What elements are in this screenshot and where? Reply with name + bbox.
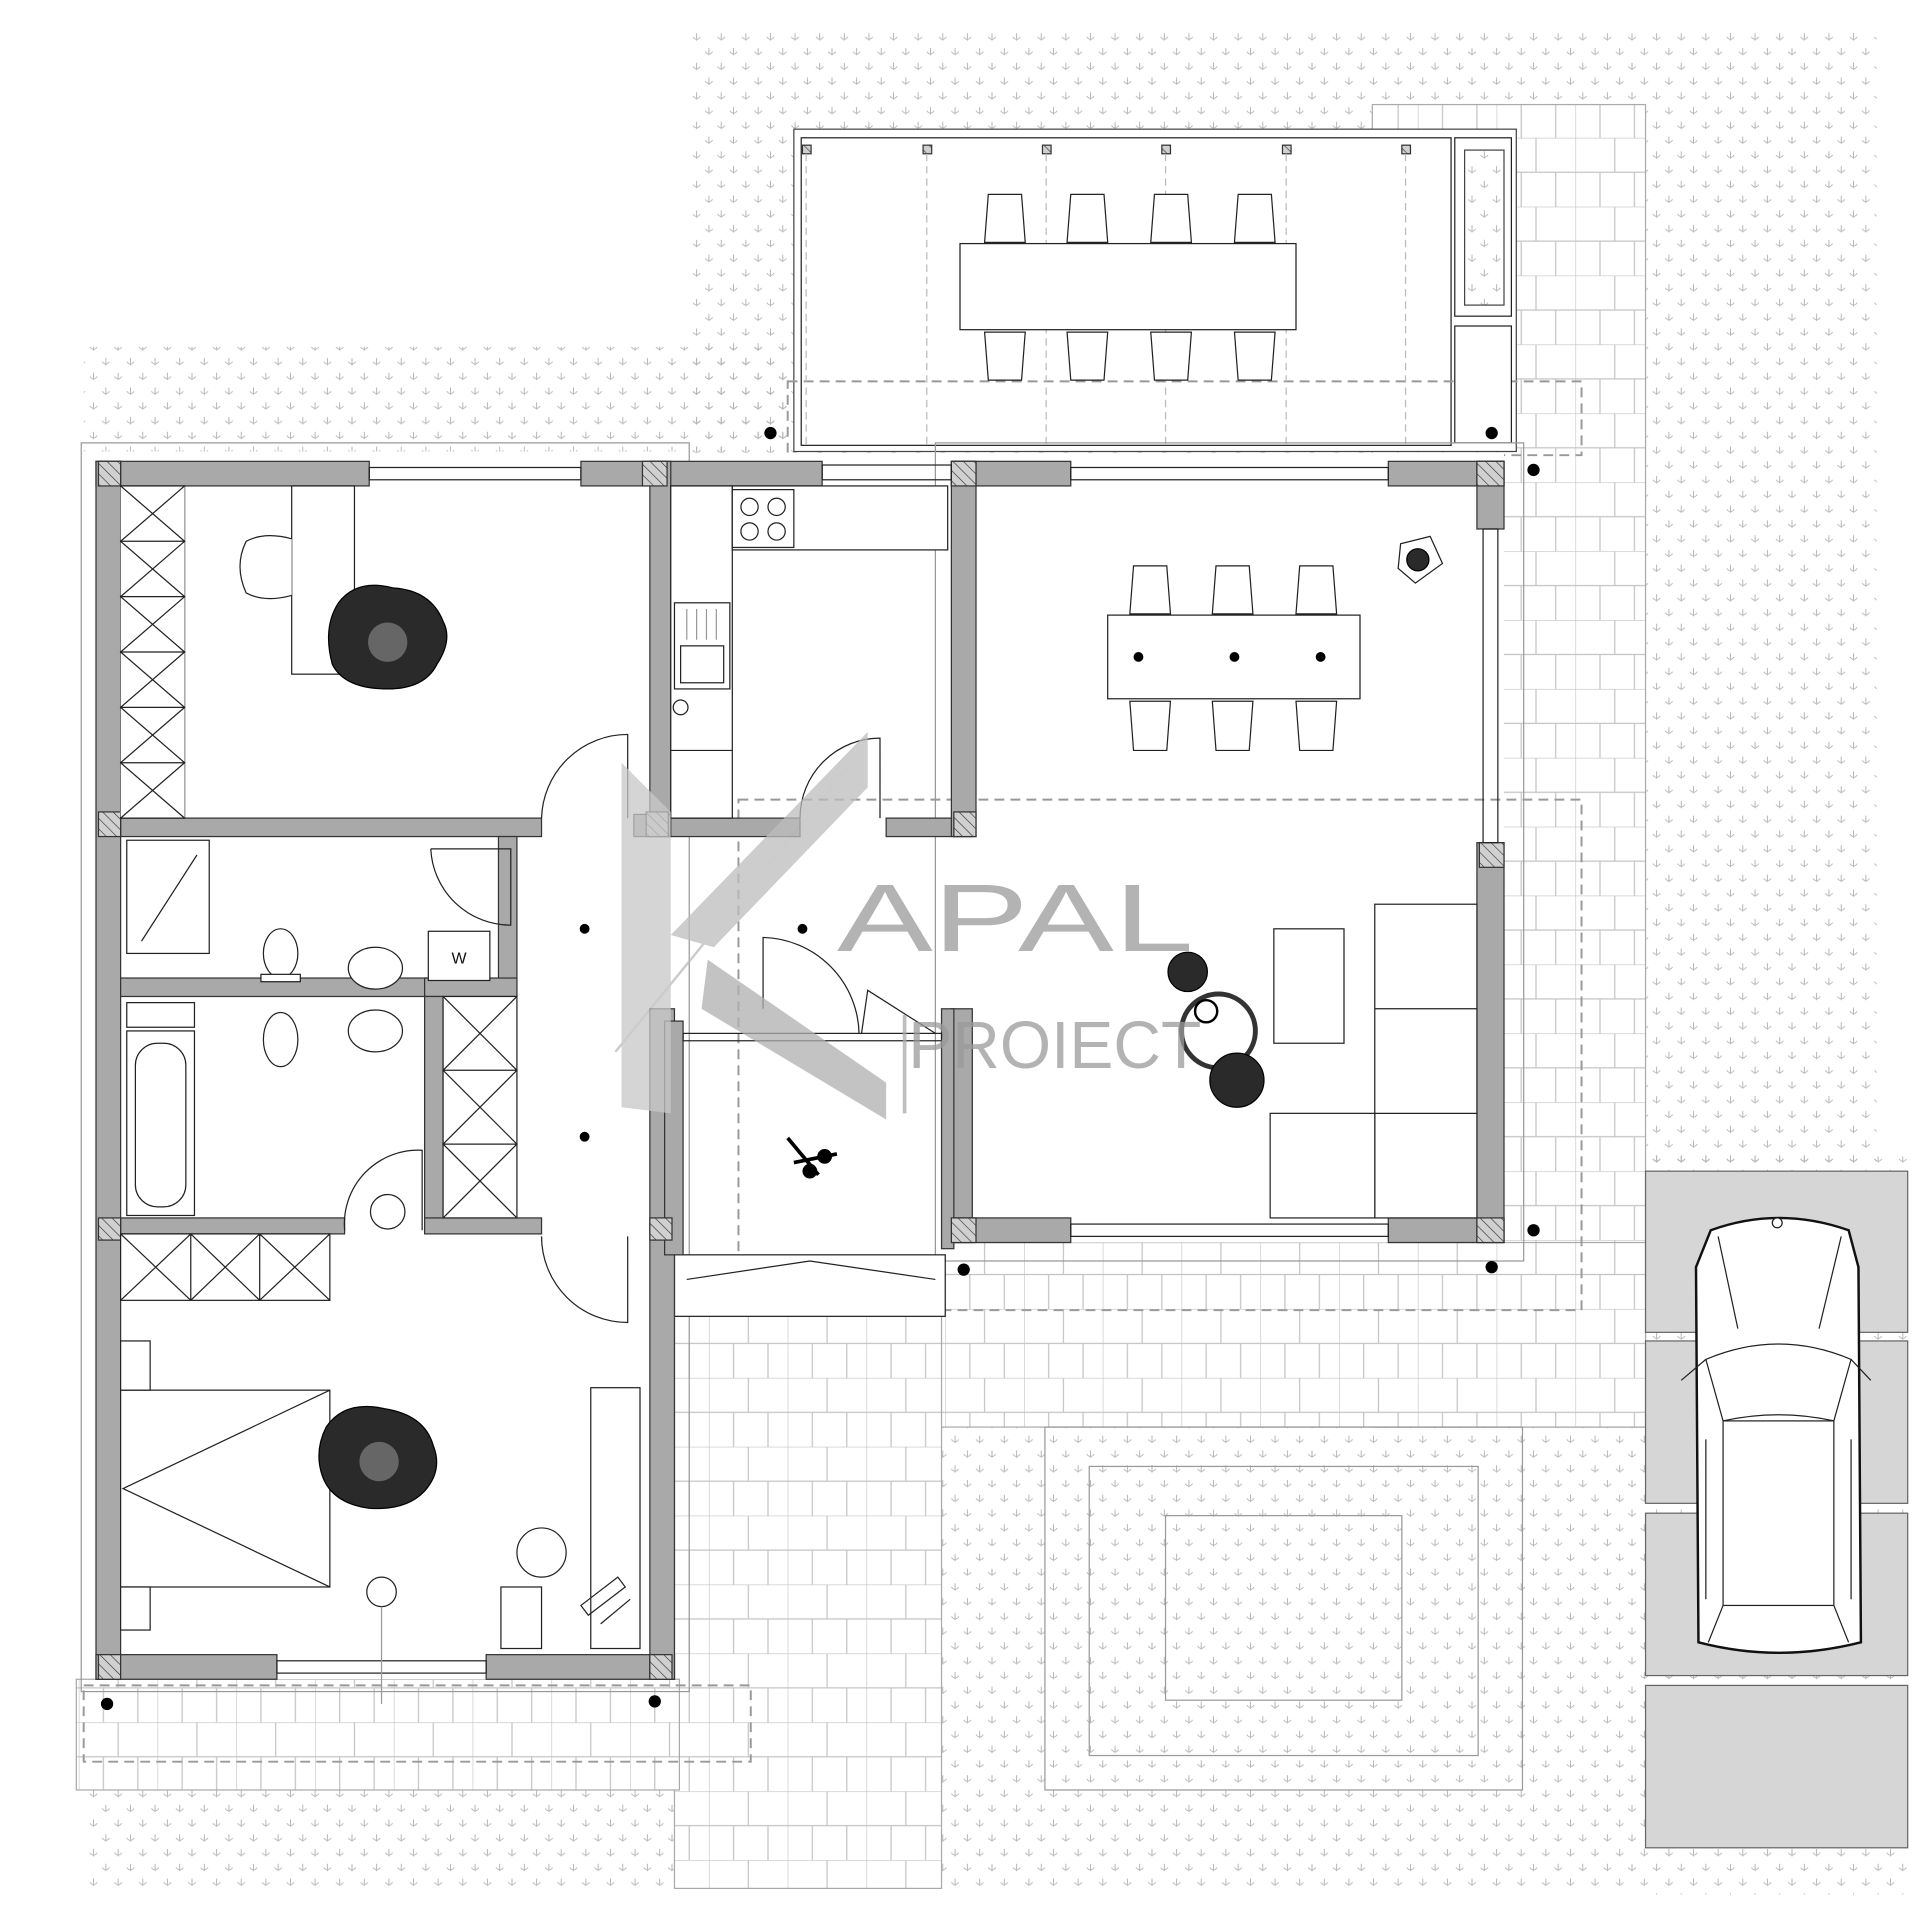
bed (120, 1389, 331, 1588)
pergola-terrace (786, 128, 1583, 457)
walls (95, 460, 1505, 1680)
storage-box (1454, 325, 1512, 444)
coffee-table (1273, 928, 1345, 1044)
ceiling-lights (579, 923, 808, 1142)
floor-lamp (366, 1576, 397, 1608)
garden-beds (1044, 1426, 1524, 1791)
small-sink (126, 1002, 196, 1028)
nightstand (120, 1586, 151, 1631)
wardrobe (119, 485, 186, 819)
nightstand (120, 1340, 151, 1391)
bedroom-1 (119, 485, 448, 819)
watermark-apal: APAL (837, 865, 1194, 972)
windows (276, 464, 1499, 1674)
washer-label: W (452, 950, 468, 967)
desk-chair (239, 535, 292, 600)
living-room (1107, 535, 1478, 1219)
dining-chairs (1129, 565, 1338, 752)
bathtub (126, 1030, 196, 1217)
toilet (262, 928, 299, 979)
sink (347, 1009, 404, 1053)
lounge-chairs (1167, 951, 1265, 1108)
kitchen (670, 485, 949, 819)
sofa (1269, 903, 1478, 1219)
watermark-proiect: PROIECT (908, 1009, 1201, 1083)
bedroom-2 (120, 1233, 641, 1704)
side-table (500, 1586, 543, 1650)
paved-areas (75, 103, 1647, 1890)
car (1680, 1216, 1872, 1654)
washing-machine (427, 930, 491, 982)
watermark-logo: APAL PROIECT (614, 731, 1201, 1120)
hall-closet (442, 995, 518, 1219)
desk (590, 1387, 641, 1650)
shower (126, 839, 210, 955)
terrace-table (959, 242, 1297, 331)
cooktop (731, 489, 795, 549)
bathroom-2 (126, 1002, 406, 1230)
bathroom-1: W (126, 839, 491, 990)
toilet (262, 1011, 299, 1068)
rainwater-downpipes (100, 426, 1540, 1711)
wardrobe (120, 1233, 331, 1301)
keyboard (580, 1576, 631, 1625)
sink (347, 946, 404, 990)
terrace-chairs (983, 193, 1276, 381)
office-chair (516, 1527, 567, 1578)
entry-vestibule (682, 1032, 943, 1179)
